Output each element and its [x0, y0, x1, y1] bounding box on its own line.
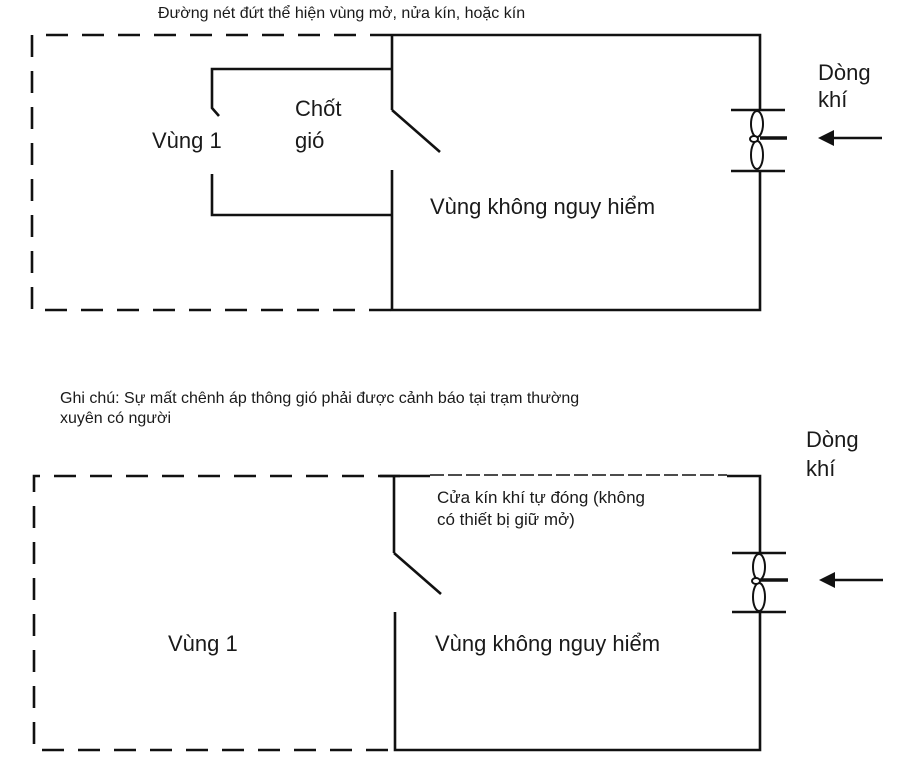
top-safe-room-wall [390, 33, 762, 312]
bottom-self-closing-door [393, 552, 442, 595]
note-line2: xuyên có người [60, 410, 172, 427]
top-airlock-wall-lower [210, 174, 392, 217]
top-fan-icon [731, 108, 787, 173]
top-dashed-zone-boundary [30, 33, 392, 312]
top-airlock-wall [210, 67, 392, 117]
note-line1: Ghi chú: Sự mất chênh áp thông gió phải … [60, 390, 580, 407]
bottom-airflow-arrow-icon [819, 572, 883, 588]
bottom-safe-room-wall [380, 474, 762, 752]
top-airflow-arrow-icon [818, 130, 882, 146]
top-airflow-label-line1: Dòng [818, 60, 871, 85]
top-diagram-caption: Đường nét đứt thể hiện vùng mở, nửa kín,… [158, 5, 526, 22]
bottom-zone1-label: Vùng 1 [168, 631, 238, 656]
bottom-safe-zone-label: Vùng không nguy hiểm [435, 631, 661, 656]
bottom-diagram [32, 474, 883, 752]
bottom-fan-icon [732, 551, 788, 614]
bottom-airflow-label-line2: khí [806, 456, 836, 481]
top-airlock-label-line1: Chốt [295, 96, 342, 121]
bottom-airflow-label-line1: Dòng [806, 427, 859, 452]
top-diagram [30, 33, 882, 312]
top-inner-door [391, 109, 441, 153]
bottom-door-label-line1: Cửa kín khí tự đóng (không [437, 488, 645, 507]
top-zone1-label: Vùng 1 [152, 128, 222, 153]
top-airlock-label-line2: gió [295, 128, 325, 153]
bottom-door-label-line2: có thiết bị giữ mở) [437, 510, 575, 529]
top-airflow-label-line2: khí [818, 87, 848, 112]
top-safe-zone-label: Vùng không nguy hiểm [430, 194, 656, 219]
bottom-dashed-zone-boundary [32, 474, 400, 752]
